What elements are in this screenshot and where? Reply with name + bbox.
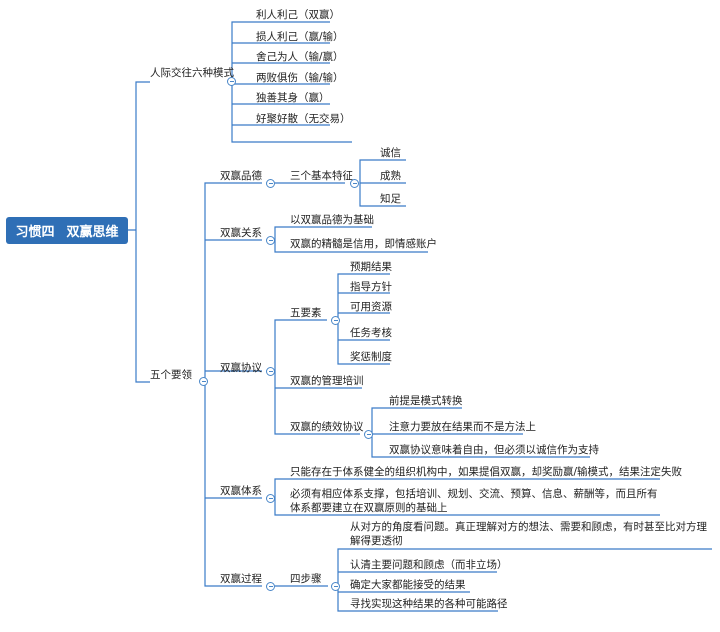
step-item[interactable]: 寻找实现这种结果的各种可能路径 [350,598,508,610]
collapse-toggle-icon[interactable] [199,377,208,386]
trait-item[interactable]: 知足 [380,193,401,205]
win-win-agreement[interactable]: 双赢协议 [220,362,262,374]
collapse-toggle-icon[interactable] [266,179,275,188]
element-item[interactable]: 任务考核 [350,327,392,339]
branch-five-essentials[interactable]: 五个要领 [150,369,192,381]
mode-item[interactable]: 舍己为人（输/赢） [256,51,344,63]
five-elements[interactable]: 五要素 [290,307,322,319]
collapse-toggle-icon[interactable] [266,236,275,245]
management-training[interactable]: 双赢的管理培训 [290,375,364,387]
collapse-toggle-icon[interactable] [331,582,340,591]
collapse-toggle-icon[interactable] [266,494,275,503]
collapse-toggle-icon[interactable] [227,77,236,86]
mode-item[interactable]: 独善其身（赢） [256,92,330,104]
trait-item[interactable]: 成熟 [380,170,401,182]
collapse-toggle-icon[interactable] [331,316,340,325]
element-item[interactable]: 预期结果 [350,261,392,273]
relationship-item[interactable]: 双赢的精髓是信用，即情感账户 [290,238,437,250]
performance-item[interactable]: 前提是模式转换 [389,395,463,407]
collapse-toggle-icon[interactable] [364,430,373,439]
collapse-toggle-icon[interactable] [350,179,359,188]
relationship-item[interactable]: 以双赢品德为基础 [290,214,374,226]
central-topic[interactable]: 习惯四 双赢思维 [6,217,128,244]
win-win-process[interactable]: 双赢过程 [220,573,262,585]
central-topic-title: 双赢思维 [66,225,119,240]
collapse-toggle-icon[interactable] [266,367,275,376]
system-item[interactable]: 只能存在于体系健全的组织机构中，如果提倡双赢，却奖励赢/输模式，结果注定失败 [290,466,683,478]
performance-item[interactable]: 注意力要放在结果而不是方法上 [389,421,536,433]
performance-agreement[interactable]: 双赢的绩效协议 [290,421,364,433]
element-item[interactable]: 可用资源 [350,301,392,313]
step-item[interactable]: 从对方的角度看问题。真正理解对方的想法、需要和顾虑，有时甚至比对方理解得更透彻 [350,521,707,547]
step-item[interactable]: 认清主要问题和顾虑（而非立场） [350,559,508,571]
mode-item[interactable]: 利人利己（双赢） [256,9,340,21]
system-item[interactable]: 必须有相应体系支撑，包括培训、规划、交流、预算、信息、薪酬等，而且所有体系都要建… [290,488,658,514]
branch-six-modes[interactable]: 人际交往六种模式 [150,67,234,79]
collapse-toggle-icon[interactable] [266,582,275,591]
mode-item[interactable]: 好聚好散（无交易） [256,113,351,125]
mode-item[interactable]: 两败俱伤（输/输） [256,72,344,84]
mode-item[interactable]: 损人利己（赢/输） [256,31,344,43]
central-topic-habit: 习惯四 [15,225,55,240]
three-traits[interactable]: 三个基本特征 [290,170,353,182]
four-steps[interactable]: 四步骤 [290,573,322,585]
performance-item[interactable]: 双赢协议意味着自由，但必须以诚信作为支持 [389,444,599,456]
win-win-system[interactable]: 双赢体系 [220,485,262,497]
trait-item[interactable]: 诚信 [380,147,401,159]
win-win-character[interactable]: 双赢品德 [220,170,262,182]
win-win-relationship[interactable]: 双赢关系 [220,227,262,239]
step-item[interactable]: 确定大家都能接受的结果 [350,579,466,591]
element-item[interactable]: 奖惩制度 [350,351,392,363]
element-item[interactable]: 指导方针 [350,281,392,293]
